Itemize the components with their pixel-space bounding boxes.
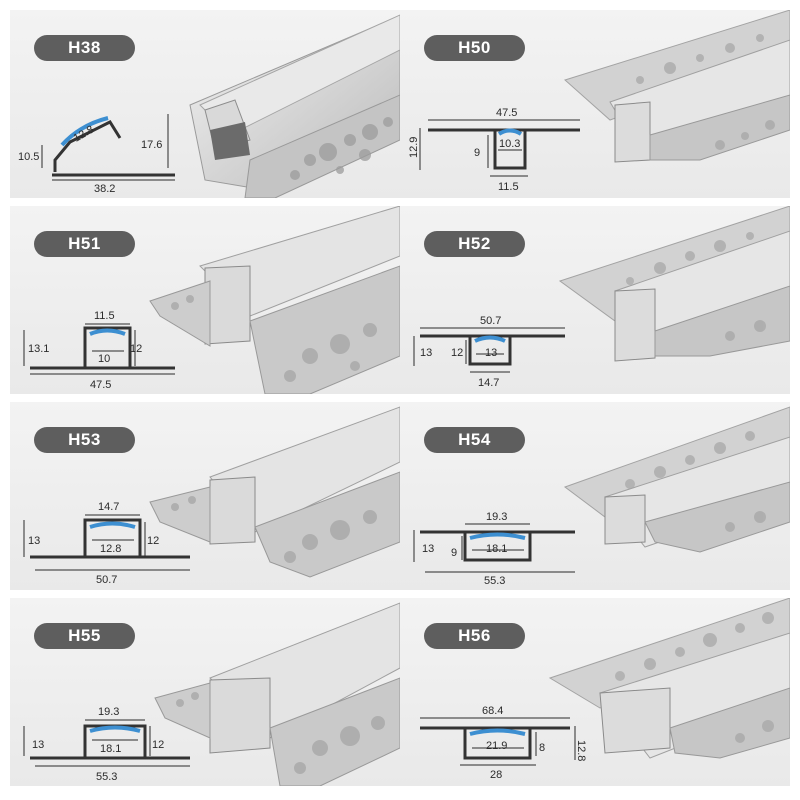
dim-top-width-h54: 19.3 — [486, 511, 507, 523]
dim-inner-width-h56: 21.9 — [486, 740, 507, 752]
dim-total-height-h52: 13 — [420, 347, 432, 359]
dimension-drawing-h53: 14.7 13 12 12.8 50.7 — [23, 501, 190, 586]
profile-card-h56: H56 68.4 12.8 — [400, 598, 790, 786]
product-render-h55 — [154, 602, 400, 786]
profile-card-h54: H54 19.3 13 9 — [400, 402, 790, 590]
product-render-h52 — [558, 206, 790, 362]
dim-total-height-h51: 13.1 — [28, 343, 49, 355]
dimension-drawing-h54: 19.3 13 9 18.1 55.3 — [413, 511, 575, 587]
dim-inner-width-h55: 18.1 — [100, 743, 121, 755]
dim-inner-width-h50: 10.3 — [499, 138, 520, 150]
dim-channel-height-h55: 12 — [152, 739, 164, 751]
dim-inner-width-h54: 18.1 — [486, 543, 507, 555]
dim-height-left-h38: 10.5 — [18, 151, 39, 163]
dim-inner-width-h51: 10 — [98, 353, 110, 365]
dim-bottom-width-h56: 28 — [490, 769, 502, 781]
dimension-drawing-h52: 50.7 13 12 13 14.7 — [413, 315, 565, 389]
dim-total-height-h55: 13 — [32, 739, 44, 751]
dim-total-height-h54: 13 — [422, 543, 434, 555]
dim-top-width-h52: 50.7 — [480, 315, 501, 327]
dim-channel-height-h51: 12 — [130, 343, 142, 355]
dim-channel-height-h52: 12 — [451, 347, 463, 359]
model-badge-h56: H56 — [424, 623, 525, 649]
profile-card-h50: H50 47.5 12.9 — [400, 10, 790, 198]
product-render-h56 — [548, 598, 790, 759]
model-badge-h55: H55 — [34, 623, 135, 649]
product-render-h54 — [563, 406, 790, 553]
dim-bottom-width-h52: 14.7 — [478, 377, 499, 389]
profile-card-h55: H55 19.3 13 12 18 — [10, 598, 400, 786]
product-render-h53 — [149, 406, 400, 578]
profile-card-h52: H52 50.7 13 12 — [400, 206, 790, 394]
dim-channel-height-h56: 8 — [539, 742, 545, 754]
dim-base-width-h53: 50.7 — [96, 574, 117, 586]
dim-top-width-h55: 19.3 — [98, 706, 119, 718]
profile-card-h38: H38 — [10, 10, 400, 198]
dim-base-width-h55: 55.3 — [96, 771, 117, 783]
model-badge-h38: H38 — [34, 35, 135, 61]
dim-base-width-h54: 55.3 — [484, 575, 505, 587]
dimension-drawing-h50: 47.5 12.9 9 10.3 11.5 — [408, 107, 580, 193]
dim-channel-height-h50: 9 — [474, 147, 480, 159]
dim-top-width-h38: 12.8 — [72, 123, 97, 144]
dimension-drawing-h38: 12.8 10.5 17.6 38.2 — [18, 114, 175, 195]
dim-base-width-h38: 38.2 — [94, 183, 115, 195]
product-render-h50 — [564, 10, 790, 163]
model-badge-h50: H50 — [424, 35, 525, 61]
dim-base-width-h51: 47.5 — [90, 379, 111, 391]
dim-height-right-h38: 17.6 — [141, 139, 162, 151]
dim-total-height-h56: 12.8 — [575, 740, 587, 761]
dim-channel-height-h54: 9 — [451, 547, 457, 559]
dim-total-height-h50: 12.9 — [408, 137, 420, 158]
dimension-drawing-h56: 68.4 12.8 8 21.9 28 — [420, 705, 587, 781]
dim-total-height-h53: 13 — [28, 535, 40, 547]
dim-top-width-h50: 47.5 — [496, 107, 517, 119]
dim-top-width-h51: 11.5 — [94, 310, 115, 322]
dim-inner-width-h52: 13 — [485, 347, 497, 359]
dim-channel-height-h53: 12 — [147, 535, 159, 547]
model-badge-h53: H53 — [34, 427, 135, 453]
dim-inner-width-h53: 12.8 — [100, 543, 121, 555]
product-render-h51 — [149, 206, 400, 394]
dimension-drawing-h51: 11.5 13.1 12 10 47.5 — [23, 310, 175, 391]
dimension-drawing-h55: 19.3 13 12 18.1 55.3 — [23, 706, 190, 783]
dim-top-width-h56: 68.4 — [482, 705, 503, 717]
model-badge-h54: H54 — [424, 427, 525, 453]
profile-card-h51: H51 11.5 13.1 — [10, 206, 400, 394]
product-render-h38 — [189, 14, 400, 198]
model-badge-h51: H51 — [34, 231, 135, 257]
profile-card-h53: H53 14.7 13 12 12 — [10, 402, 400, 590]
dim-bottom-width-h50: 11.5 — [498, 181, 519, 193]
model-badge-h52: H52 — [424, 231, 525, 257]
dim-top-width-h53: 14.7 — [98, 501, 119, 513]
